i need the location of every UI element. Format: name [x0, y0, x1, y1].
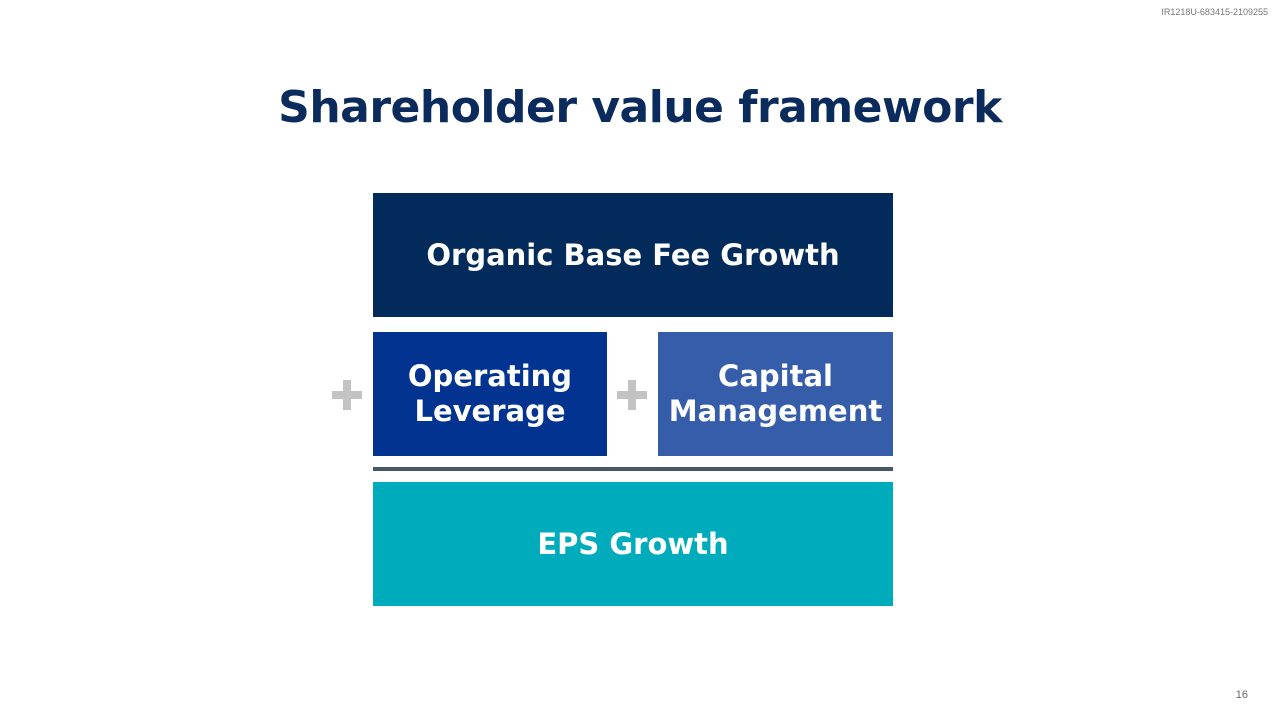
document-id: IR1218U-683415-2109255 [1161, 7, 1268, 17]
organic-base-fee-growth-box: Organic Base Fee Growth [373, 193, 893, 317]
page-title: Shareholder value framework [278, 82, 1002, 133]
box-label: EPS Growth [537, 526, 729, 561]
box-label-line: Management [668, 394, 883, 428]
page-number: 16 [1235, 689, 1248, 701]
box-label-line: Leverage [414, 394, 566, 428]
plus-icon [332, 380, 362, 410]
sum-divider [373, 467, 893, 471]
box-label: Organic Base Fee Growth [426, 237, 840, 272]
eps-growth-box: EPS Growth [373, 482, 893, 606]
box-label-line: Capital [718, 359, 833, 393]
plus-icon [617, 380, 647, 410]
box-label-line: Operating [407, 359, 573, 393]
